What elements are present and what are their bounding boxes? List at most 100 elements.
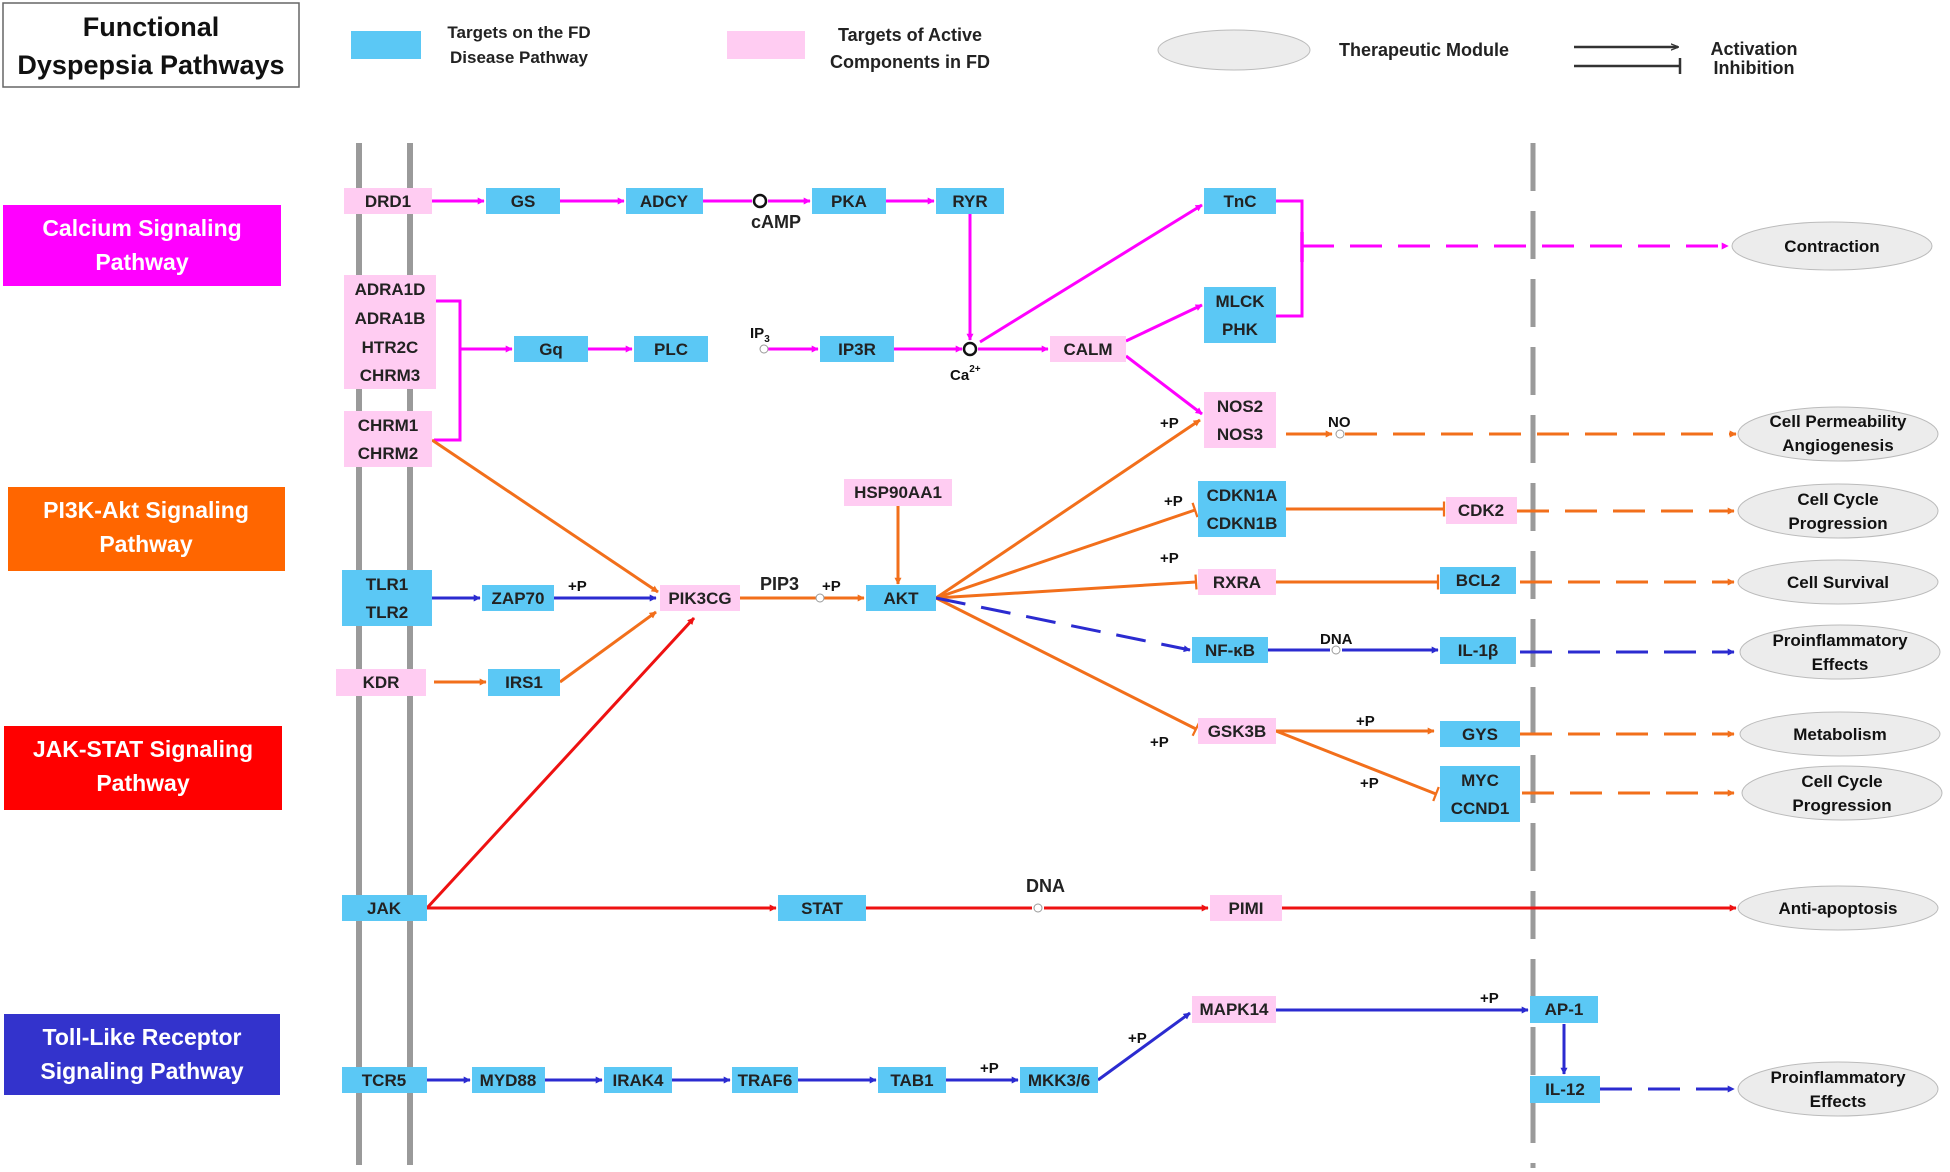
edges-toll	[427, 594, 1735, 1093]
outcome-contraction: Contraction	[1731, 221, 1933, 271]
node-adcy: ADCY	[626, 188, 703, 214]
node-cdk2: CDK2	[1446, 497, 1517, 524]
svg-text:ADRA1D: ADRA1D	[355, 280, 426, 299]
title-line1: Functional	[83, 12, 220, 42]
svg-text:RXRA: RXRA	[1213, 573, 1261, 592]
svg-text:IP3R: IP3R	[838, 340, 876, 359]
title-box: Functional Dyspepsia Pathways	[2, 2, 300, 88]
svg-text:CDKN1A: CDKN1A	[1207, 486, 1278, 505]
svg-text:STAT: STAT	[801, 899, 843, 918]
svg-text:AP-1: AP-1	[1545, 1000, 1584, 1019]
svg-text:Pathway: Pathway	[99, 531, 193, 557]
svg-text:HSP90AA1: HSP90AA1	[854, 483, 942, 502]
svg-text:MYD88: MYD88	[480, 1071, 537, 1090]
svg-text:ADCY: ADCY	[640, 192, 689, 211]
svg-text:GS: GS	[511, 192, 536, 211]
no-label: NO	[1328, 414, 1351, 431]
node-tnc: TnC	[1204, 188, 1276, 214]
svg-text:TLR1: TLR1	[366, 575, 409, 594]
node-chrm3: CHRM3	[344, 361, 436, 389]
title-line2: Dyspepsia Pathways	[17, 50, 284, 80]
plus-p-ap1: +P	[1480, 990, 1499, 1007]
svg-text:Signaling Pathway: Signaling Pathway	[40, 1058, 243, 1084]
plus-p-akt: +P	[822, 578, 841, 595]
node-il12: IL-12	[1530, 1076, 1600, 1103]
svg-text:TAB1: TAB1	[890, 1071, 933, 1090]
svg-text:TLR2: TLR2	[366, 603, 409, 622]
node-myd88: MYD88	[472, 1067, 545, 1093]
svg-text:Anti-apoptosis: Anti-apoptosis	[1779, 899, 1898, 918]
node-hsp90aa1: HSP90AA1	[844, 479, 952, 506]
legend-active-target: Targets of Active Components in FD	[727, 25, 990, 72]
legend-active-line1: Targets of Active	[838, 25, 982, 45]
dna-label-nfkb: DNA	[1320, 631, 1353, 648]
outcomes: Contraction Cell PermeabilityAngiogenesi…	[1731, 221, 1943, 1117]
plus-p-gsk3b: +P	[1150, 734, 1169, 751]
node-phk: PHK	[1204, 315, 1276, 343]
node-ryr: RYR	[936, 188, 1004, 214]
node-adra1b: ADRA1B	[344, 304, 436, 333]
svg-text:AKT: AKT	[884, 589, 920, 608]
legend-active-line2: Components in FD	[830, 52, 990, 72]
node-nos3: NOS3	[1204, 420, 1276, 448]
svg-text:Pathway: Pathway	[96, 770, 190, 796]
node-ap1: AP-1	[1530, 996, 1598, 1023]
plus-p-myc: +P	[1360, 775, 1379, 792]
node-traf6: TRAF6	[732, 1067, 798, 1093]
legend-activation: Activation	[1574, 39, 1798, 59]
svg-text:JAK-STAT Signaling: JAK-STAT Signaling	[33, 736, 253, 762]
svg-text:DRD1: DRD1	[365, 192, 411, 211]
node-kdr: KDR	[336, 669, 426, 696]
node-tcr5: TCR5	[342, 1067, 427, 1093]
svg-text:Metabolism: Metabolism	[1793, 725, 1887, 744]
legend-activation-label: Activation	[1710, 39, 1797, 59]
svg-text:MKK3/6: MKK3/6	[1028, 1071, 1090, 1090]
plus-p-nos: +P	[1160, 415, 1179, 432]
node-irak4: IRAK4	[604, 1067, 672, 1093]
svg-text:Effects: Effects	[1810, 1092, 1867, 1111]
svg-text:Progression: Progression	[1792, 796, 1891, 815]
plus-p-mapk14: +P	[1128, 1030, 1147, 1047]
svg-text:ADRA1B: ADRA1B	[355, 309, 426, 328]
svg-text:CHRM2: CHRM2	[358, 444, 418, 463]
svg-text:IRS1: IRS1	[505, 673, 543, 692]
svg-text:Cell Survival: Cell Survival	[1787, 573, 1889, 592]
node-mapk14: MAPK14	[1192, 996, 1276, 1023]
node-tlr1: TLR1	[342, 570, 432, 598]
pathway-label-toll: Toll-Like Receptor Signaling Pathway	[4, 1014, 280, 1095]
messenger-dots	[752, 193, 1345, 913]
node-chrm1: CHRM1	[344, 411, 432, 439]
node-adra1d: ADRA1D	[344, 275, 436, 304]
svg-text:PKA: PKA	[831, 192, 867, 211]
pip3-label: PIP3	[760, 574, 799, 594]
svg-text:KDR: KDR	[363, 673, 400, 692]
svg-text:JAK: JAK	[367, 899, 402, 918]
svg-text:PIMI: PIMI	[1229, 899, 1264, 918]
svg-text:Cell Permeability: Cell Permeability	[1769, 412, 1907, 431]
node-pka: PKA	[812, 188, 886, 214]
legend-inhibition: Inhibition	[1574, 58, 1794, 78]
svg-text:Cell Cycle: Cell Cycle	[1801, 772, 1882, 791]
node-irs1: IRS1	[488, 669, 560, 696]
svg-text:IL-1β: IL-1β	[1458, 641, 1499, 660]
svg-text:Proinflammatory: Proinflammatory	[1772, 631, 1908, 650]
svg-text:Angiogenesis: Angiogenesis	[1782, 436, 1893, 455]
node-tab1: TAB1	[878, 1067, 946, 1093]
node-myc: MYC	[1440, 766, 1520, 794]
svg-text:NF-κB: NF-κB	[1205, 641, 1255, 660]
camp-label: cAMP	[751, 212, 801, 232]
svg-text:Effects: Effects	[1812, 655, 1869, 674]
node-cdkn1a: CDKN1A	[1198, 481, 1286, 509]
node-gys: GYS	[1440, 721, 1520, 747]
svg-text:Contraction: Contraction	[1784, 237, 1879, 256]
svg-text:CHRM3: CHRM3	[360, 366, 420, 385]
svg-text:PHK: PHK	[1222, 320, 1259, 339]
svg-text:CALM: CALM	[1063, 340, 1112, 359]
svg-text:CCND1: CCND1	[1451, 799, 1510, 818]
svg-text:CHRM1: CHRM1	[358, 416, 418, 435]
node-plc: PLC	[634, 336, 708, 362]
node-ccnd1: CCND1	[1440, 794, 1520, 822]
legend-fd-line1: Targets on the FD	[447, 23, 590, 42]
